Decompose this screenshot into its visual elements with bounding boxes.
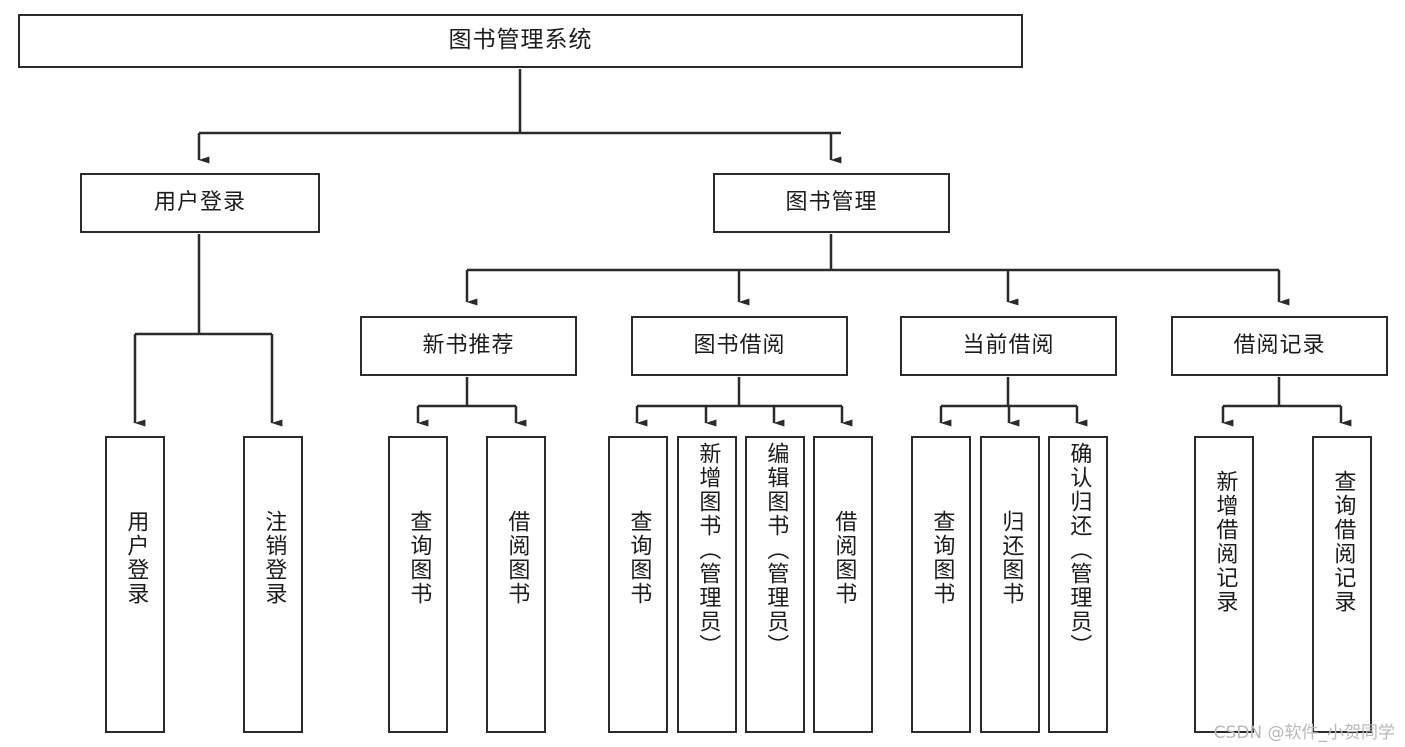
leaf-add-record-label: 新增借阅记录 — [1212, 470, 1238, 614]
node-book-borrow[interactable]: 图书借阅 — [631, 316, 848, 376]
node-book-borrow-label: 图书借阅 — [693, 332, 786, 358]
leaf-logout-login[interactable]: 注销登录 — [243, 436, 303, 733]
node-borrow-record[interactable]: 借阅记录 — [1171, 316, 1388, 376]
leaf-query-record[interactable]: 查询借阅记录 — [1312, 436, 1372, 733]
node-borrow-record-label: 借阅记录 — [1233, 332, 1326, 358]
leaf-query-book-2-label: 查询图书 — [626, 510, 652, 606]
leaf-logout-login-label: 注销登录 — [261, 510, 287, 606]
leaf-borrow-book-1[interactable]: 借阅图书 — [486, 436, 546, 733]
leaf-edit-book[interactable]: 编辑图书（管理员） — [745, 436, 805, 733]
node-root-label: 图书管理系统 — [448, 27, 593, 54]
leaf-confirm-return-label: 确认归还（管理员） — [1066, 442, 1092, 658]
leaf-return-book[interactable]: 归还图书 — [980, 436, 1040, 733]
leaf-add-book[interactable]: 新增图书（管理员） — [677, 436, 737, 733]
leaf-confirm-return[interactable]: 确认归还（管理员） — [1048, 436, 1108, 733]
leaf-query-book-3-label: 查询图书 — [929, 510, 955, 606]
node-new-book-recommend[interactable]: 新书推荐 — [360, 316, 577, 376]
node-book-manage[interactable]: 图书管理 — [713, 173, 950, 233]
node-book-manage-label: 图书管理 — [785, 189, 878, 215]
leaf-query-book-1[interactable]: 查询图书 — [388, 436, 448, 733]
leaf-user-login[interactable]: 用户登录 — [105, 436, 165, 733]
node-current-borrow-label: 当前借阅 — [962, 332, 1055, 358]
leaf-return-book-label: 归还图书 — [998, 510, 1024, 606]
leaf-borrow-book-1-label: 借阅图书 — [504, 510, 530, 606]
leaf-borrow-book-2-label: 借阅图书 — [831, 510, 857, 606]
leaf-add-book-label: 新增图书（管理员） — [695, 442, 721, 658]
leaf-query-book-1-label: 查询图书 — [406, 510, 432, 606]
leaf-add-record[interactable]: 新增借阅记录 — [1194, 436, 1254, 733]
node-user-login[interactable]: 用户登录 — [80, 173, 320, 233]
leaf-edit-book-label: 编辑图书（管理员） — [763, 442, 789, 658]
leaf-user-login-label: 用户登录 — [123, 510, 149, 606]
watermark-text: CSDN @软件_小贺同学 — [1213, 723, 1395, 743]
leaf-query-book-2[interactable]: 查询图书 — [608, 436, 668, 733]
node-current-borrow[interactable]: 当前借阅 — [900, 316, 1117, 376]
leaf-borrow-book-2[interactable]: 借阅图书 — [813, 436, 873, 733]
node-root[interactable]: 图书管理系统 — [18, 14, 1023, 68]
node-user-login-label: 用户登录 — [153, 189, 246, 215]
leaf-query-record-label: 查询借阅记录 — [1330, 470, 1356, 614]
leaf-query-book-3[interactable]: 查询图书 — [911, 436, 971, 733]
node-new-book-recommend-label: 新书推荐 — [422, 332, 515, 358]
